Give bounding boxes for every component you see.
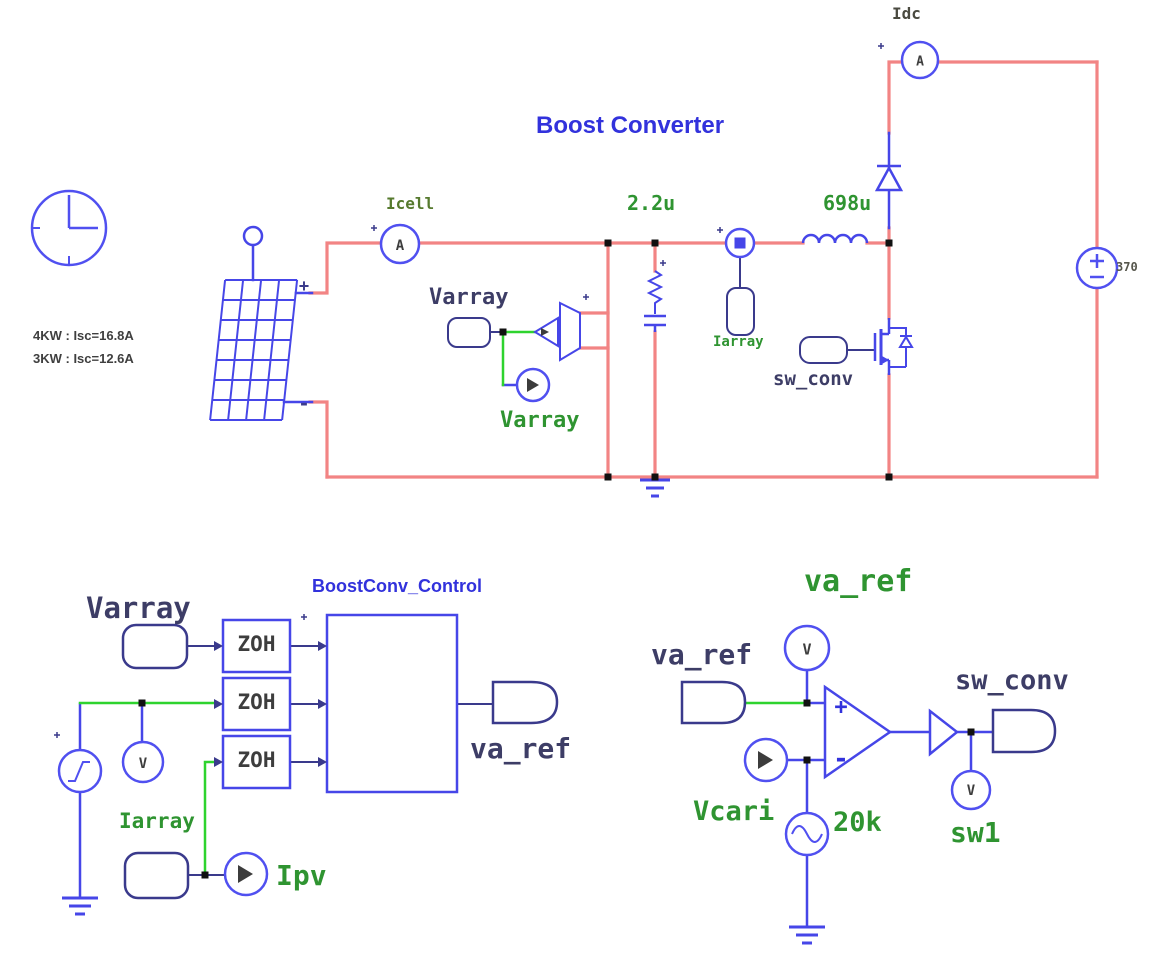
zoh-block-1[interactable]: [221, 618, 292, 674]
probe-arrow-icon: [238, 865, 253, 883]
sw-conv-tag-pwm[interactable]: [991, 708, 1057, 754]
signal-wires-blue[interactable]: [78, 131, 995, 929]
wire-pv-stubs[interactable]: [282, 291, 314, 404]
buffer-gate[interactable]: [928, 708, 960, 757]
power-wires[interactable]: [308, 60, 1099, 479]
dc-voltage-source[interactable]: [1075, 246, 1119, 290]
ground-control-icon: [62, 896, 98, 916]
v-probe-sw1[interactable]: [950, 769, 992, 811]
ground-symbols[interactable]: [62, 478, 825, 945]
wire-diode-top[interactable]: [887, 60, 905, 135]
boostconv-control-box[interactable]: [325, 613, 459, 794]
varray-tag-top[interactable]: [447, 317, 491, 348]
icell-ammeter[interactable]: [379, 223, 421, 265]
iarray-tag-control[interactable]: [123, 851, 190, 900]
varray-probe[interactable]: [515, 367, 551, 403]
sine-waveform-icon: [791, 825, 823, 843]
ipv-probe[interactable]: [223, 851, 269, 897]
wire-sensor-stubs[interactable]: [578, 311, 610, 350]
mosfet-arrow: [882, 356, 889, 364]
mosfet-switch[interactable]: [873, 318, 914, 375]
control-wires[interactable]: [186, 256, 876, 876]
varray-tag-control[interactable]: [121, 623, 189, 670]
zoh-block-2[interactable]: [221, 676, 292, 732]
pv-terminal[interactable]: [242, 225, 264, 247]
junction-dots: [138, 239, 975, 879]
capacitor-symbol[interactable]: [644, 314, 666, 332]
clock-hands: [67, 195, 98, 230]
source-plus-icon: [1090, 254, 1104, 268]
sensor-trapezoid[interactable]: [559, 301, 581, 362]
body-diode-wires: [889, 327, 907, 368]
v-probe-control[interactable]: [121, 740, 165, 784]
boost-diode[interactable]: [874, 164, 904, 192]
wire-zoh-outputs[interactable]: [289, 645, 319, 763]
step-waveform-icon: [68, 761, 90, 782]
pv-grid-columns: [209, 280, 299, 420]
polarity-plus-marks: [54, 43, 884, 738]
ground-pwm-icon: [789, 925, 825, 945]
pv-array[interactable]: [209, 225, 299, 421]
vcari-probe[interactable]: [743, 737, 789, 783]
idc-ammeter[interactable]: [900, 40, 940, 80]
pv-grid-rows: [210, 279, 298, 421]
rc-branch[interactable]: [644, 270, 666, 332]
probe-arrow-icon: [527, 378, 539, 392]
wire-iarray-zoh3[interactable]: [203, 760, 216, 877]
zoh-block-3[interactable]: [221, 734, 292, 790]
clock-ticks: [32, 227, 70, 264]
inductor-symbol[interactable]: [801, 233, 869, 244]
varray-voltage-sensor[interactable]: [533, 301, 581, 362]
sw-conv-tag-main[interactable]: [799, 336, 848, 364]
iarray-tag-main[interactable]: [726, 287, 755, 336]
clock-element[interactable]: [30, 189, 108, 267]
carrier-sine-source[interactable]: [784, 811, 830, 857]
probe-arrow-icon: [758, 751, 773, 769]
zoh-blocks[interactable]: [221, 618, 292, 790]
resistor-symbol[interactable]: [646, 270, 664, 314]
mosfet-leads: [881, 318, 891, 375]
diode-triangle: [874, 165, 904, 192]
va-ref-tag-control[interactable]: [491, 680, 559, 725]
sensor-arrow-glyph: [541, 328, 549, 336]
input-arrowheads: [214, 641, 327, 767]
wire-varray-sense[interactable]: [501, 330, 537, 387]
va-ref-tag-pwm[interactable]: [680, 680, 747, 725]
step-source[interactable]: [57, 748, 103, 794]
iarray-current-sensor[interactable]: [724, 227, 756, 259]
v-probe-varef[interactable]: [783, 624, 831, 672]
body-diode-triangle: [898, 335, 914, 348]
signal-wires-green[interactable]: [78, 330, 809, 877]
wire-pv-plus[interactable]: [308, 241, 383, 295]
comparator[interactable]: [823, 684, 893, 780]
wire-pwm-inputs[interactable]: [785, 668, 827, 929]
wire-pwm-output[interactable]: [888, 730, 995, 772]
wire-pv-minus[interactable]: [308, 400, 329, 479]
ground-main-icon: [640, 478, 670, 498]
